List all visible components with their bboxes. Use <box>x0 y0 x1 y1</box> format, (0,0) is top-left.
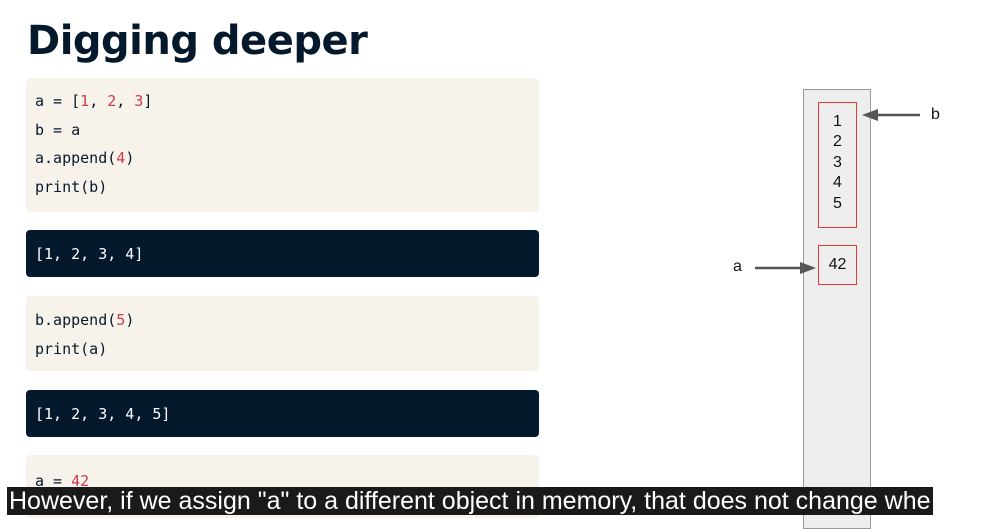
arrow-b <box>862 109 920 121</box>
code-cell-1: a = [1, 2, 3] b = a a.append(4) print(b) <box>26 78 539 212</box>
output-cell-2: [1, 2, 3, 4, 5] <box>26 390 539 437</box>
slide-title: Digging deeper <box>27 18 368 64</box>
variable-label-b: b <box>931 106 940 123</box>
code-token: ] <box>143 92 153 110</box>
code-cell-2: b.append(5) print(a) <box>26 296 539 371</box>
output-line: [1, 2, 3, 4, 5] <box>35 400 539 429</box>
number-literal: 1 <box>80 92 90 110</box>
variable-label-a: a <box>733 258 742 275</box>
number-literal: 4 <box>116 149 126 168</box>
code-token: ) <box>125 149 135 168</box>
list-item: 1 <box>833 113 842 130</box>
code-line: a = 42 <box>35 467 539 496</box>
code-token: a = <box>35 472 72 490</box>
list-item: 4 <box>833 174 842 191</box>
int-object-box: 42 <box>818 245 857 285</box>
code-token: [1, 2, 3, 4] <box>35 245 144 263</box>
arrow-a <box>755 262 816 274</box>
list-object-box <box>818 102 857 228</box>
code-token: b = a <box>35 120 81 139</box>
number-literal: 2 <box>107 92 117 110</box>
code-token: print(a) <box>35 339 108 358</box>
number-literal: 3 <box>134 92 144 110</box>
code-token: a.append( <box>35 149 117 168</box>
code-token: a = [ <box>35 92 81 110</box>
output-line: [1, 2, 3, 4] <box>35 240 539 269</box>
code-token: [1, 2, 3, 4, 5] <box>35 405 171 423</box>
arrows <box>755 109 920 274</box>
code-line: print(a) <box>35 335 539 364</box>
code-line: a.append(4) <box>35 144 539 173</box>
list-item: 3 <box>833 154 842 171</box>
memory-diagram: 1 2 3 4 5 42 b a <box>733 89 940 529</box>
memory-column <box>803 89 871 529</box>
code-line: print(b) <box>35 173 539 202</box>
code-token: , <box>89 92 108 110</box>
code-line: a = [1, 2, 3] <box>35 87 539 116</box>
list-item: 5 <box>833 195 842 212</box>
code-token: b.append( <box>35 311 117 329</box>
number-literal: 42 <box>71 472 90 490</box>
subtitle-caption: However, if we assign "a" to a different… <box>7 487 933 515</box>
code-line: b.append(5) <box>35 306 539 335</box>
code-token: , <box>116 92 135 110</box>
number-literal: 5 <box>116 311 126 329</box>
list-item: 2 <box>833 133 842 150</box>
code-line: b = a <box>35 116 539 145</box>
code-token: ) <box>125 311 135 329</box>
code-token: print(b) <box>35 178 108 197</box>
output-cell-1: [1, 2, 3, 4] <box>26 230 539 277</box>
